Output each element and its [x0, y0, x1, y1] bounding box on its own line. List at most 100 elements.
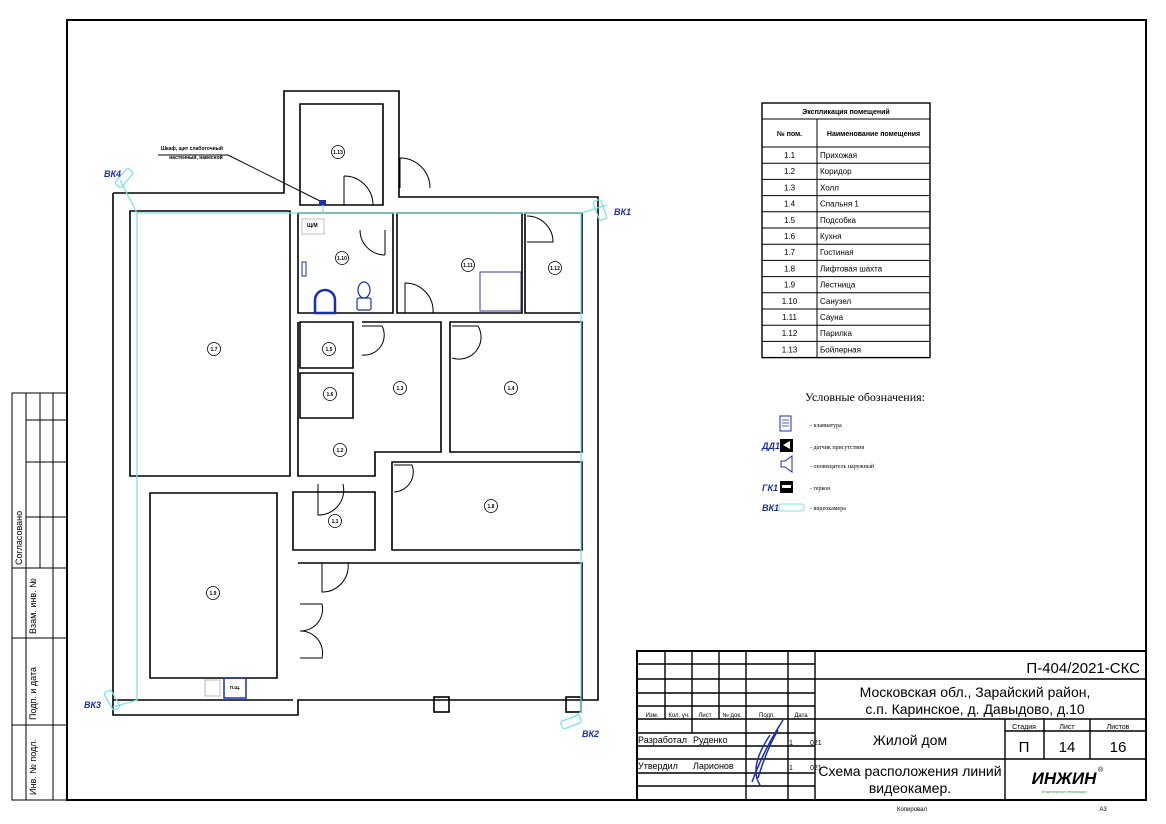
room-number: 1.2 [337, 448, 344, 454]
room-marker: 1.8 [484, 499, 498, 513]
tb-date-2b: 021 [810, 765, 822, 772]
tb-date-1a: 1 [789, 740, 793, 747]
explication-row-num: 1.5 [784, 216, 796, 225]
explication-row-num: 1.7 [784, 248, 796, 257]
agreed-label: Согласовано [14, 511, 24, 565]
room-marker: 1.11 [461, 258, 475, 272]
camera-label-vk2: ВК2 [582, 729, 599, 739]
tb-object: Жилой дом [873, 732, 947, 748]
tb-header-doc: № док. [722, 712, 742, 719]
left-stamp: Согласовано Взам. инв. № Подп. и дата Ин… [11, 392, 68, 801]
legend-text-reed: - геркон [810, 486, 831, 492]
tb-sheet: 14 [1059, 739, 1076, 756]
camera-label-vk1: ВК1 [614, 207, 631, 217]
room-number: 1.8 [488, 504, 495, 510]
siren-icon [780, 455, 793, 473]
camera-label-vk4: ВК4 [104, 169, 121, 179]
room-number: 1.9 [210, 591, 217, 597]
explication-row-num: 1.2 [784, 167, 796, 176]
room-number: 1.7 [211, 347, 218, 353]
camera-vk1-icon [592, 199, 608, 221]
tb-address-1: Московская обл., Зарайский район, [860, 684, 1091, 700]
registered-mark: ® [1098, 766, 1104, 774]
room-marker: 1.5 [322, 342, 336, 356]
legend: Условные обозначения: ДД1 ГК1 ВК1 - клав… [761, 390, 925, 513]
legend-tag-dd1: ДД1 [761, 441, 780, 451]
explication-row-name: Гостиная [820, 248, 854, 257]
tb-sheets-label: Листов [1107, 724, 1130, 731]
legend-text-camera: - видеокамера [810, 506, 846, 512]
tb-approved-name: Ларионов [693, 761, 734, 771]
room-marker: 1.12 [548, 261, 562, 275]
explication-row-num: 1.6 [784, 232, 796, 241]
inv-replace-label: Взам. инв. № [28, 578, 38, 634]
explication-row-name: Лестница [820, 281, 856, 290]
kitchen-panel-icon [223, 677, 247, 699]
title-block: Изм. Кол. уч. Лист № док. Подп. Дата Раз… [636, 650, 1147, 813]
annotation-line1: Шкаф, щит слаботочный [161, 145, 223, 152]
explication-row-num: 1.8 [784, 264, 796, 273]
explication-row-name: Лифтовая шахта [820, 264, 883, 273]
tb-header-kol: Кол. уч. [668, 713, 690, 719]
tb-code: П-404/2021-СКС [1026, 660, 1140, 677]
explication-row-num: 1.13 [782, 345, 798, 354]
camera-vk2-icon [560, 714, 582, 730]
sink-icon [313, 288, 337, 315]
room-number: 1.6 [327, 392, 334, 398]
explication-row-name: Кухня [820, 232, 841, 241]
explication-row-name: Коридор [820, 167, 852, 176]
room-marker: 1.3 [393, 381, 407, 395]
explication-row-name: Спальня 1 [820, 200, 859, 209]
legend-tag-gk1: ГК1 [762, 483, 778, 493]
low-voltage-panel-icon [319, 200, 326, 205]
explication-row-name: Подсобка [820, 216, 856, 225]
explication-col-num: № пом. [777, 130, 802, 138]
sauna-stove-icon [479, 271, 522, 312]
explication-row-num: 1.10 [782, 297, 798, 306]
tb-sheets: 16 [1110, 739, 1127, 756]
legend-title: Условные обозначения: [805, 390, 925, 404]
signature [751, 719, 784, 786]
explication-row-name: Парилка [820, 329, 852, 338]
room-marker: 1.13 [331, 145, 345, 159]
tb-sheet-title-1: Схема расположения линий [818, 763, 1001, 779]
legend-text-presence: - датчик присутствия [810, 445, 864, 451]
tb-header-izm: Изм. [646, 713, 659, 719]
explication-row-name: Сауна [820, 313, 844, 322]
tb-format: А3 [1099, 807, 1107, 813]
explication-row-name: Холл [820, 183, 839, 192]
tb-address-2: с.п. Каринское, д. Давыдово, д.10 [865, 701, 1085, 717]
room-marker: 1.10 [335, 251, 349, 265]
legend-text-keypad: - клавиатура [810, 423, 842, 429]
explication-row-name: Бойлерная [820, 345, 861, 354]
tb-copied: Копировал [897, 807, 928, 813]
explication-row-name: Прихожая [820, 151, 857, 160]
toilet-icon [357, 281, 371, 299]
tb-sheet-title-2: видеокамер. [869, 780, 951, 796]
tb-header-date: Дата [794, 713, 808, 719]
panel-label: Щ/М [307, 223, 318, 229]
room-number: 1.10 [337, 256, 347, 262]
room-number: 1.3 [397, 386, 404, 392]
room-marker: 1.9 [206, 586, 220, 600]
sheet-frame [66, 19, 1147, 801]
room-number: 1.4 [508, 386, 515, 392]
room-number: 1.13 [333, 150, 343, 156]
explication-col-name: Наименование помещения [827, 131, 920, 138]
room-number: 1.5 [326, 347, 333, 353]
tb-developed-name: Руденко [693, 735, 727, 745]
tb-stage: П [1019, 739, 1030, 756]
room-number: 1.12 [550, 266, 560, 272]
tb-header-list: Лист [698, 713, 711, 719]
explication-row-num: 1.3 [784, 183, 796, 192]
explication-title: Экспликация помещений [802, 108, 889, 116]
tb-developed-label: Разработал [638, 735, 687, 745]
company-logo: ИНЖИН [1032, 769, 1097, 788]
camera-label-vk3: ВК3 [84, 700, 101, 710]
videocamera-icon [778, 503, 805, 512]
explication-row-name: Санузел [820, 297, 851, 306]
legend-text-siren: - оповещатель наружный [810, 463, 875, 470]
radiator-icon [301, 261, 307, 277]
room-marker: 1.4 [504, 381, 518, 395]
